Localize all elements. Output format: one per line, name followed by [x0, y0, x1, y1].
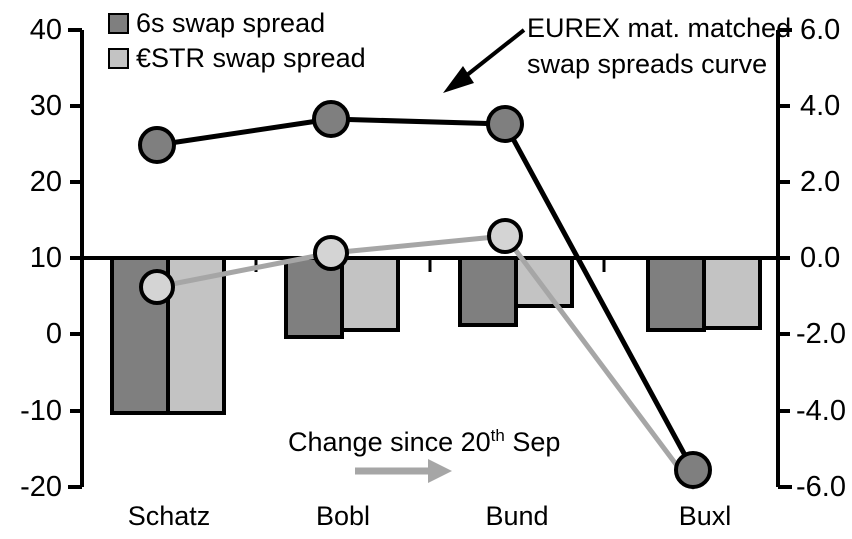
axis-right-tick-4: 4.0: [800, 90, 841, 122]
bar-6s-buxl: [646, 256, 706, 332]
bar-series-estr-swap-spread: [166, 256, 762, 415]
bar-estr-buxl: [702, 256, 762, 330]
axis-left-tick-0: 0: [45, 318, 62, 350]
legend-item-estr-swap-spread[interactable]: €STR swap spread: [108, 45, 366, 72]
curve-callout-arrow-icon: [443, 28, 526, 93]
axis-left-tick-30: 30: [29, 90, 62, 122]
line-series-eurex-curve: [138, 100, 712, 489]
marker-change-bund: [487, 218, 523, 254]
marker-eurex-schatz: [138, 126, 176, 164]
axis-right-tick-0: 0.0: [800, 242, 841, 274]
change-callout-text: Change since 20th Sep: [288, 426, 560, 459]
change-callout-arrow-icon: [355, 459, 452, 483]
axis-left-tick-neg20: -20: [20, 471, 62, 503]
bar-6s-bund: [458, 256, 518, 327]
category-label-bobl: Bobl: [315, 501, 371, 531]
legend-swatch-6s-icon: [108, 13, 129, 34]
category-label-bund: Bund: [485, 501, 549, 531]
marker-change-schatz: [139, 269, 175, 305]
category-label-schatz: Schatz: [127, 501, 211, 531]
line-series-change-since-sep: [139, 218, 696, 490]
axis-left-tick-40: 40: [29, 14, 62, 46]
axis-left-tick-20: 20: [29, 166, 62, 198]
axis-left-tick-neg10: -10: [20, 395, 62, 427]
axis-right-tick-2: 2.0: [800, 166, 841, 198]
change-callout-prefix: Change since 20: [288, 427, 491, 457]
change-callout-suffix: Sep: [504, 427, 561, 457]
axis-right-tick-neg4: -4.0: [796, 395, 846, 427]
axis-left-tick-10: 10: [29, 242, 62, 274]
marker-eurex-buxl: [674, 451, 712, 489]
axis-right-tick-neg6: -6.0: [796, 471, 846, 503]
marker-change-bobl: [313, 235, 349, 271]
axis-right-tick-neg2: -2.0: [796, 318, 846, 350]
curve-callout-line1: EUREX mat. matched: [527, 13, 792, 43]
bar-estr-bobl: [340, 256, 400, 332]
category-label-buxl: Buxl: [678, 501, 732, 531]
change-callout-sup: th: [490, 426, 505, 445]
legend-label-estr: €STR swap spread: [136, 43, 366, 73]
right-axis: [776, 28, 792, 489]
axis-right-tick-6: 6.0: [800, 14, 841, 46]
legend-item-6s-swap-spread[interactable]: 6s swap spread: [108, 10, 325, 37]
left-axis: [68, 28, 84, 489]
marker-eurex-bund: [486, 105, 524, 143]
curve-callout-line2: swap spreads curve: [527, 49, 768, 79]
marker-eurex-bobl: [312, 100, 350, 138]
legend-label-6s: 6s swap spread: [136, 8, 326, 38]
bar-series-6s-swap-spread: [110, 256, 706, 415]
legend-swatch-estr-icon: [108, 48, 129, 69]
bar-6s-bobl: [284, 256, 344, 339]
